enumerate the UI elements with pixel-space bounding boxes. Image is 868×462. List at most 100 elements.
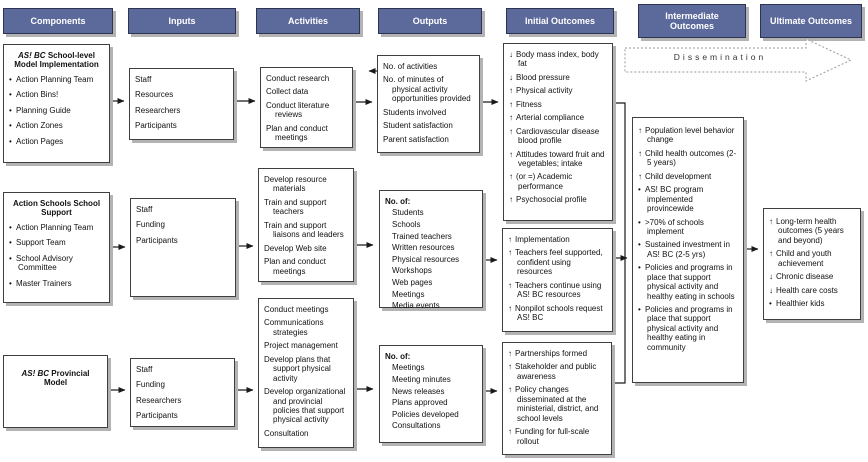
initial-outcomes-box-2: ↑Implementation↑Teachers feel supported,…	[502, 228, 613, 332]
list-item: Communications strategies	[264, 318, 324, 337]
up-arrow-glyph: ↑	[769, 249, 773, 259]
down-arrow-glyph: ↓	[769, 272, 773, 282]
initial-outcomes-list: ↑Implementation↑Teachers feel supported,…	[508, 235, 607, 323]
box-title: AS! BC Provincial Model	[9, 369, 102, 388]
list-item: Collect data	[266, 87, 309, 97]
list-item: ↑Funding for full-scale rollout	[508, 427, 590, 446]
up-arrow-glyph: ↑	[638, 171, 642, 181]
list-item: Consultation	[264, 428, 309, 438]
dissemination-arrow	[624, 38, 853, 82]
up-arrow-glyph: ↑	[769, 217, 773, 226]
intermediate-outcomes-list: ↑Population level behavior change↑Child …	[638, 126, 738, 352]
list-item: ↑Arterial compliance	[509, 113, 585, 123]
list-item: Media events	[392, 301, 440, 311]
list-item: •Healthier kids	[769, 299, 825, 309]
list-item: Students	[392, 208, 424, 218]
title-program-abbrev: AS! BC	[21, 369, 50, 378]
list-item: ↑Fitness	[509, 99, 542, 109]
column-header-components: Components	[3, 8, 113, 34]
list-item: •Action Pages	[9, 136, 64, 146]
down-arrow-glyph: ↓	[769, 285, 773, 295]
list-item: ↓Body mass index, body fat	[509, 50, 599, 69]
list-item: ↑Teachers continue using AS! BC resource…	[508, 280, 602, 300]
list-item: •Action Zones	[9, 121, 63, 131]
box-title: No. of:	[385, 352, 411, 361]
column-header-inputs: Inputs	[128, 8, 236, 34]
list-item: ↑Nonpilot schools request AS! BC	[508, 303, 603, 323]
list-item: ↑(or =) Academic performance	[509, 172, 573, 191]
list-item: Develop plans that support physical acti…	[264, 354, 331, 383]
connector-initial-outcomes-collector	[612, 102, 626, 384]
up-arrow-glyph: ↑	[509, 149, 513, 159]
title-text: School-level Model Implementation	[14, 51, 99, 70]
list-item: ↑Policy changes disseminated at the mini…	[508, 385, 599, 423]
list-item: Policies developed	[392, 409, 459, 419]
list-item: Consultations	[392, 421, 441, 431]
up-arrow-glyph: ↑	[509, 99, 513, 109]
column-header-ultimate-outcomes: Ultimate Outcomes	[760, 4, 862, 38]
list-item: News releases	[392, 386, 445, 396]
bullet-glyph: •	[9, 105, 12, 115]
up-arrow-glyph: ↑	[508, 303, 512, 313]
list-item: No. of activities	[383, 62, 438, 71]
bullet-glyph: •	[638, 240, 641, 250]
up-arrow-glyph: ↑	[509, 126, 513, 136]
list-item: Students involved	[383, 107, 447, 117]
list-item: •Master Trainers	[9, 278, 72, 288]
title-text: Provincial Model	[43, 369, 90, 388]
list-item: ↑Physical activity	[509, 86, 573, 96]
list-item: Resources	[135, 90, 174, 100]
list-item: ↑Stakeholder and public awareness	[508, 362, 597, 381]
list-item: Plans approved	[392, 398, 448, 408]
list-item: •Action Planning Team	[9, 222, 94, 232]
bullet-glyph: •	[9, 222, 12, 232]
list-item: •Sustained investment in AS! BC (2-5 yrs…	[638, 240, 730, 259]
components-box-provincial-model: AS! BC Provincial Model	[3, 355, 108, 428]
list-item: •School Advisory Committee	[9, 253, 73, 273]
list-item: Trained teachers	[392, 231, 452, 241]
up-arrow-glyph: ↑	[508, 362, 512, 372]
list-item: Written resources	[392, 243, 455, 253]
list-item: Funding	[136, 220, 165, 230]
column-header-initial-outcomes: Initial Outcomes	[506, 8, 614, 34]
list-item: Web pages	[392, 278, 433, 287]
list-item: Researchers	[136, 395, 182, 405]
list-item: Conduct research	[266, 74, 330, 83]
list-item: Train and support liaisons and leaders	[264, 220, 344, 240]
bullet-glyph: •	[9, 253, 12, 263]
bullet-glyph: •	[9, 121, 12, 131]
initial-outcomes-box-1: ↓Body mass index, body fat↓Blood pressur…	[503, 43, 613, 221]
list-item: Staff	[136, 365, 153, 374]
bullet-glyph: •	[9, 136, 12, 146]
up-arrow-glyph: ↑	[508, 349, 512, 358]
list-item: •Support Team	[9, 238, 66, 248]
list-item: ↑Psychosocial profile	[509, 195, 587, 205]
bullet-glyph: •	[638, 305, 641, 314]
list-item: Participants	[135, 121, 177, 131]
list-item: ↑Attitudes toward fruit and vegetables; …	[509, 149, 605, 168]
list-item: ↑Implementation	[508, 235, 570, 244]
list-item: Project management	[264, 341, 338, 351]
list-item: ↑Partnerships formed	[508, 349, 588, 358]
column-header-intermediate-outcomes: Intermediate Outcomes	[638, 4, 746, 38]
list-item: ↑Cardiovascular disease blood profile	[509, 126, 600, 146]
list-item: •Policies and programs in place that sup…	[638, 263, 735, 301]
bullet-glyph: •	[638, 263, 641, 273]
bullet-glyph: •	[638, 185, 641, 195]
list-item: ↑Population level behavior change	[638, 126, 735, 145]
list-item: Participants	[136, 411, 178, 421]
box-title: Action Schools School Support	[12, 199, 101, 218]
list-item: Staff	[136, 205, 153, 214]
initial-outcomes-list: ↑Partnerships formed ↑Stakeholder and pub…	[508, 349, 606, 446]
box-title: No. of:	[385, 197, 411, 206]
